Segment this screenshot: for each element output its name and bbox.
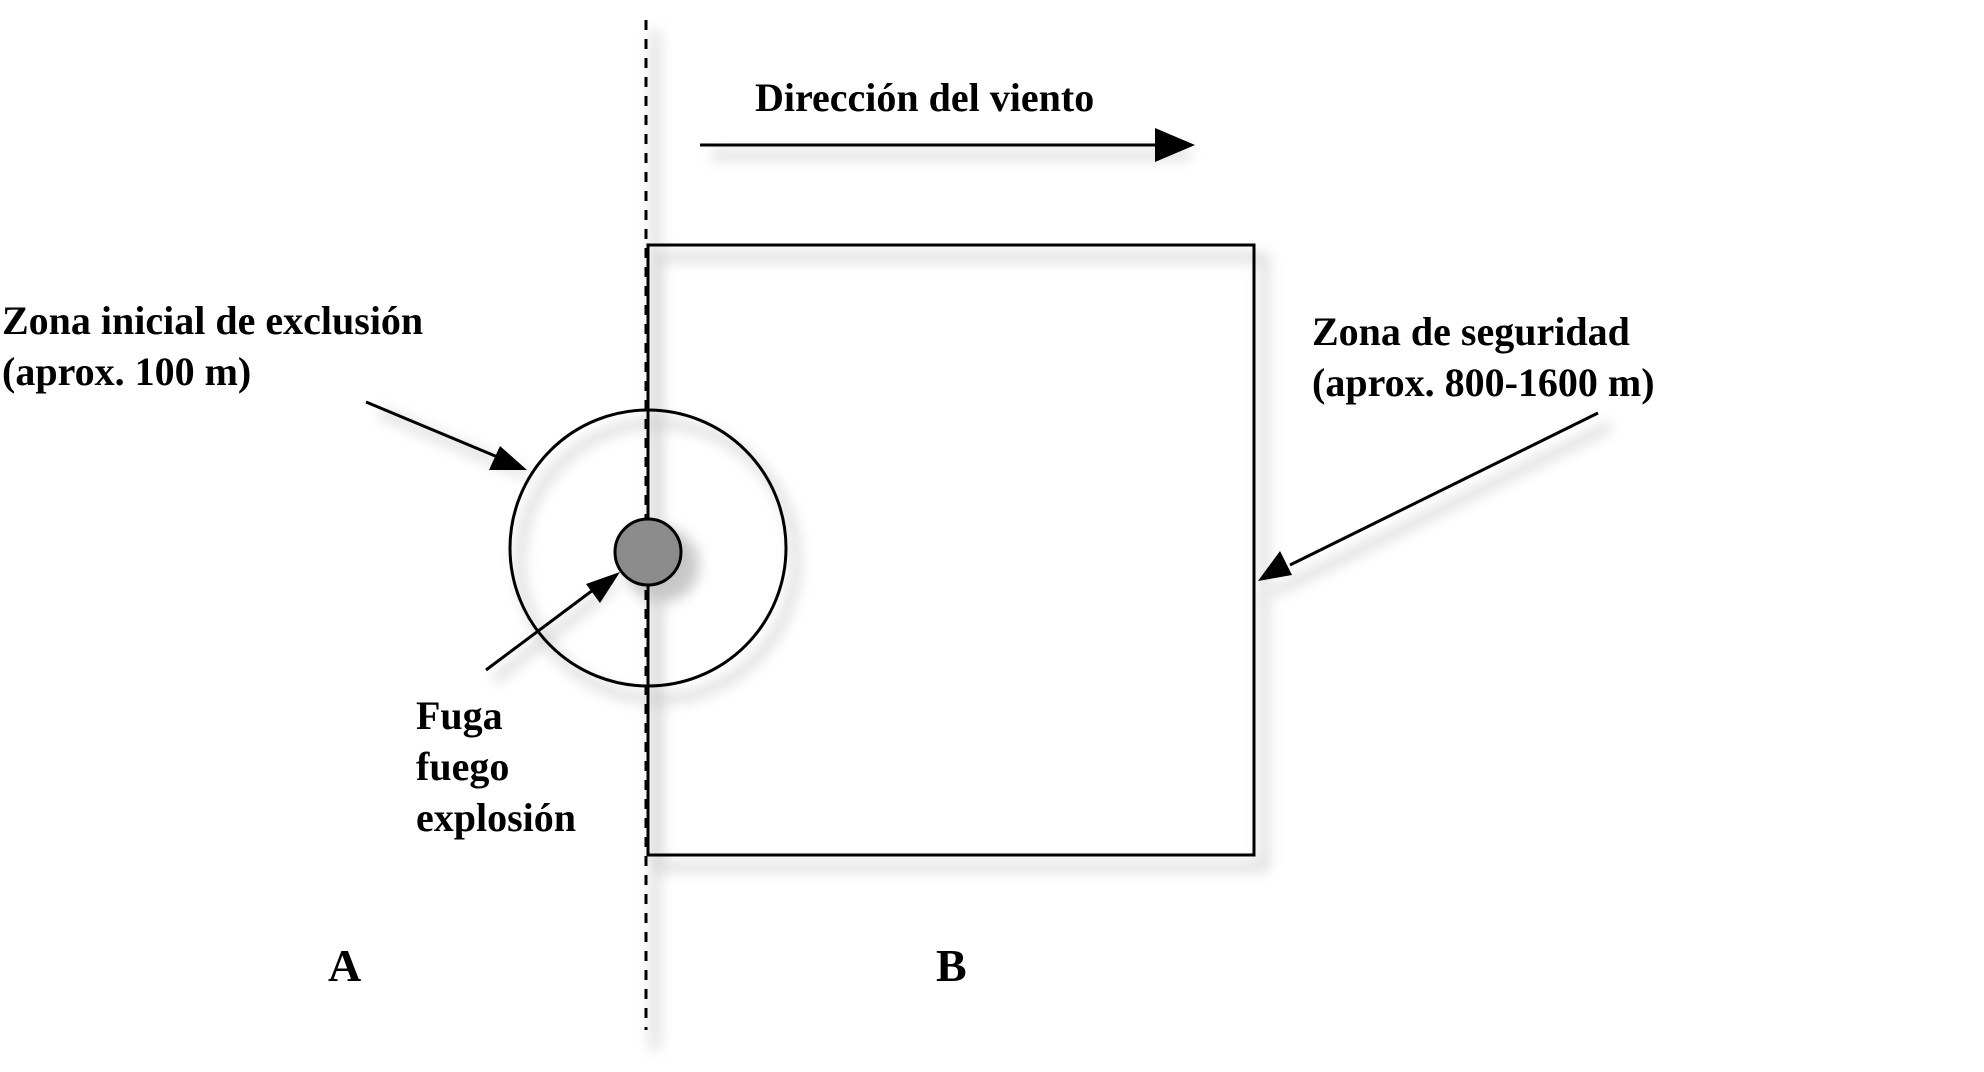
area-a-label: A	[328, 940, 362, 991]
area-b-label: B	[936, 940, 967, 991]
source-label: Fuga fuego explosión	[416, 690, 576, 843]
wind-arrowhead	[1155, 128, 1195, 162]
exclusion-zone-pointer-head	[489, 446, 527, 470]
source-point	[613, 517, 683, 587]
safety-zone-label-line1: Zona de seguridad	[1312, 309, 1630, 354]
exclusion-zone-label: Zona inicial de exclusión (aprox. 100 m)	[2, 295, 423, 397]
exclusion-zone-label-line1: Zona inicial de exclusión	[2, 298, 424, 343]
safety-zone-pointer	[1289, 411, 1599, 567]
safety-zone-label: Zona de seguridad (aprox. 800-1600 m)	[1312, 306, 1655, 408]
source-label-line3: explosión	[416, 795, 577, 840]
safety-zone-rectangle	[646, 243, 1256, 857]
source-label-line1: Fuga	[416, 693, 503, 738]
source-pointer-head	[586, 572, 620, 603]
wind-direction-label: Dirección del viento	[755, 75, 1095, 120]
source-pointer	[485, 588, 594, 672]
safety-zone-pointer-head	[1258, 551, 1292, 581]
exclusion-zone-label-line2: (aprox. 100 m)	[2, 349, 252, 394]
exclusion-zone-pointer	[365, 400, 501, 460]
source-label-line2: fuego	[416, 744, 510, 789]
drop-shadows	[378, 30, 1612, 1050]
exclusion-zone-circle	[508, 408, 788, 688]
safety-zone-label-line2: (aprox. 800-1600 m)	[1312, 360, 1655, 405]
